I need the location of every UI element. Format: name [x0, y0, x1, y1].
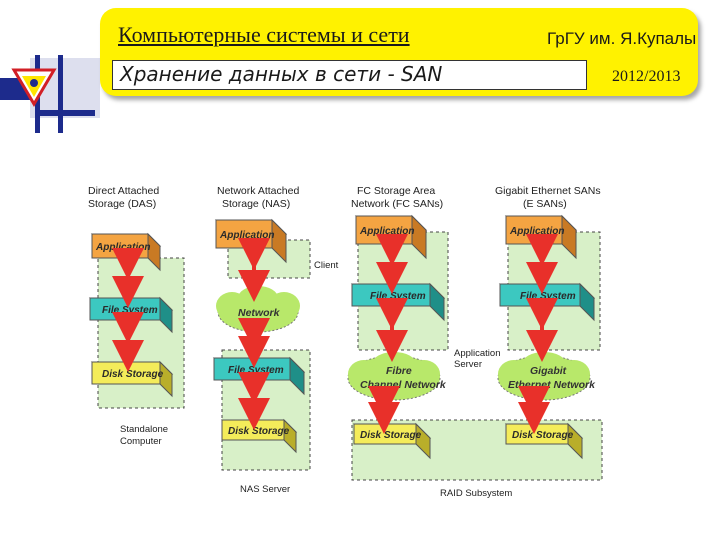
svg-text:Server: Server	[454, 359, 482, 370]
svg-text:Disk Storage: Disk Storage	[102, 369, 164, 380]
fibre-channel-cloud: Fibre Channel Network	[347, 352, 447, 401]
svg-text:File System: File System	[520, 291, 576, 302]
university-logo	[0, 0, 100, 140]
svg-text:File System: File System	[228, 365, 284, 376]
svg-text:Direct Attached: Direct Attached	[88, 185, 159, 197]
svg-text:Gigabit Ethernet SANs: Gigabit Ethernet SANs	[495, 185, 601, 197]
svg-text:Storage (NAS): Storage (NAS)	[222, 198, 290, 210]
svg-text:Fibre: Fibre	[386, 365, 412, 377]
file-system-box-esan: File System	[498, 282, 596, 322]
gigabit-ethernet-cloud: Gigabit Ethernet Network	[497, 352, 596, 401]
svg-text:Computer: Computer	[120, 436, 162, 447]
svg-text:Disk Storage: Disk Storage	[512, 430, 574, 441]
subtitle-box	[112, 60, 587, 90]
svg-text:Disk Storage: Disk Storage	[228, 426, 290, 437]
svg-text:Gigabit: Gigabit	[530, 365, 567, 377]
nas-server-label: NAS Server	[240, 484, 290, 495]
application-server-label: Application Server	[454, 348, 500, 370]
column-heading-das: Direct Attached Storage (DAS)	[88, 185, 159, 210]
column-heading-fc-san: FC Storage Area Network (FC SANs)	[351, 185, 443, 210]
svg-text:Application: Application	[359, 226, 414, 237]
svg-text:Application: Application	[509, 226, 564, 237]
client-label: Client	[314, 260, 339, 271]
svg-text:Standalone: Standalone	[120, 424, 168, 435]
svg-text:Storage (DAS): Storage (DAS)	[88, 198, 156, 210]
svg-text:Application: Application	[219, 230, 274, 241]
svg-text:Network (FC SANs): Network (FC SANs)	[351, 198, 443, 210]
application-box-nas: Application	[214, 218, 288, 264]
svg-text:Channel Network: Channel Network	[360, 379, 447, 391]
svg-text:(E SANs): (E SANs)	[523, 198, 567, 210]
course-title: Компьютерные системы и сети	[118, 22, 410, 47]
svg-text:Application: Application	[95, 242, 150, 253]
svg-text:File System: File System	[370, 291, 426, 302]
column-heading-e-san: Gigabit Ethernet SANs (E SANs)	[495, 185, 601, 210]
connection-arrows	[112, 234, 558, 434]
raid-subsystem-label: RAID Subsystem	[440, 488, 512, 499]
svg-text:Disk Storage: Disk Storage	[360, 430, 422, 441]
institution-name: ГрГУ им. Я.Купалы	[547, 29, 697, 48]
svg-text:File System: File System	[102, 305, 158, 316]
slide-subtitle: Хранение данных в сети - SAN	[120, 62, 443, 86]
svg-text:FC Storage Area: FC Storage Area	[357, 185, 435, 197]
network-cloud-nas: Network	[216, 286, 300, 333]
svg-text:Ethernet Network: Ethernet Network	[508, 379, 596, 391]
svg-text:Network Attached: Network Attached	[217, 185, 299, 197]
application-box-esan: Application	[504, 214, 578, 260]
standalone-computer-label: Standalone Computer	[120, 424, 168, 447]
svg-text:Network: Network	[238, 307, 281, 319]
svg-text:Application: Application	[454, 348, 500, 359]
academic-year: 2012/2013	[612, 68, 681, 85]
column-heading-nas: Network Attached Storage (NAS)	[217, 185, 299, 210]
